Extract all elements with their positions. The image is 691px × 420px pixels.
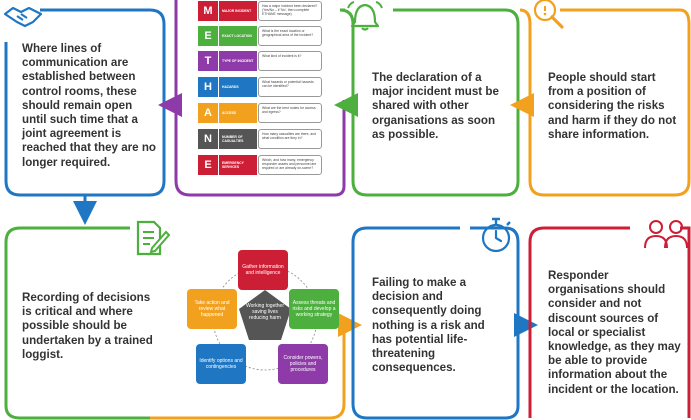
card-top-right-outline bbox=[519, 8, 691, 197]
card-bottom-left-outline bbox=[4, 226, 150, 420]
methane-row: E EMERGENCY SERVICES Which, and how many… bbox=[197, 155, 324, 177]
card-bottom-right-text: Responder organisations should consider … bbox=[548, 269, 681, 396]
methane-desc: What are the best routes for access and … bbox=[258, 103, 322, 123]
methane-desc: How many casualties are there, and what … bbox=[258, 129, 322, 149]
methane-row: E EXACT LOCATION What is the exact locat… bbox=[197, 26, 324, 48]
cycle-node-assess: Assess threats and risks and develop a w… bbox=[289, 289, 339, 329]
methane-label: NUMBER OF CASUALTIES bbox=[219, 129, 257, 149]
card-top-left-text: Where lines of communication are establi… bbox=[22, 42, 157, 169]
methane-label: MAJOR INCIDENT bbox=[219, 1, 257, 21]
card-bottom-left-text: Recording of decisions is critical and w… bbox=[22, 291, 153, 361]
card-bottom-mid-outline bbox=[351, 226, 520, 420]
methane-letter: E bbox=[198, 26, 218, 46]
methane-desc: Which, and how many, emergency responder… bbox=[258, 155, 322, 175]
methane-letter: A bbox=[198, 103, 218, 123]
cycle-frame-outline bbox=[150, 325, 346, 420]
methane-table: M MAJOR INCIDENT Has a major incident be… bbox=[197, 0, 324, 180]
search-person-icon bbox=[533, 0, 564, 29]
methane-label: TYPE OF INCIDENT bbox=[219, 51, 257, 71]
methane-desc: What is the exact location or geographic… bbox=[258, 26, 322, 46]
card-top-left-outline bbox=[4, 8, 166, 197]
methane-letter: N bbox=[198, 129, 218, 149]
cycle-node-gather: Gather information and intelligence bbox=[238, 250, 288, 290]
methane-row: T TYPE OF INCIDENT What kind of incident… bbox=[197, 51, 324, 73]
methane-row: A ACCESS What are the best routes for ac… bbox=[197, 103, 324, 125]
methane-letter: M bbox=[198, 1, 218, 21]
methane-desc: What hazards or potential hazards can be… bbox=[258, 77, 322, 97]
methane-letter: E bbox=[198, 155, 218, 175]
cycle-node-options: Identify options and contingencies bbox=[196, 344, 246, 384]
methane-row: N NUMBER OF CASUALTIES How many casualti… bbox=[197, 129, 324, 151]
group-icon bbox=[644, 220, 688, 249]
cycle-center-text: Working together saving lives reducing h… bbox=[246, 303, 284, 321]
methane-outline bbox=[174, 0, 346, 197]
methane-desc: Has a major incident been declared? (Yes… bbox=[258, 1, 322, 21]
methane-label: EMERGENCY SERVICES bbox=[219, 155, 257, 175]
methane-letter: H bbox=[198, 77, 218, 97]
stopwatch-icon bbox=[481, 217, 511, 253]
bell-icon bbox=[347, 1, 383, 31]
card-bottom-mid-text: Failing to make a decision and consequen… bbox=[372, 276, 485, 375]
cycle-node-action: Take action and review what happened bbox=[187, 289, 237, 329]
methane-label: HAZARDS bbox=[219, 77, 257, 97]
card-top-right-text: People should start from a position of c… bbox=[548, 71, 677, 141]
card-bottom-right-outline bbox=[528, 226, 691, 418]
methane-row: H HAZARDS What hazards or potential haza… bbox=[197, 77, 324, 99]
cycle-node-powers: Consider powers, policies and procedures bbox=[278, 344, 328, 384]
methane-label: ACCESS bbox=[219, 103, 257, 123]
methane-desc: What kind of incident is it? bbox=[258, 51, 322, 71]
handshake-icon bbox=[3, 6, 43, 28]
document-pen-icon bbox=[136, 220, 170, 256]
methane-letter: T bbox=[198, 51, 218, 71]
methane-label: EXACT LOCATION bbox=[219, 26, 257, 46]
card-top-mid-text: The declaration of a major incident must… bbox=[372, 71, 499, 141]
methane-row: M MAJOR INCIDENT Has a major incident be… bbox=[197, 1, 324, 23]
